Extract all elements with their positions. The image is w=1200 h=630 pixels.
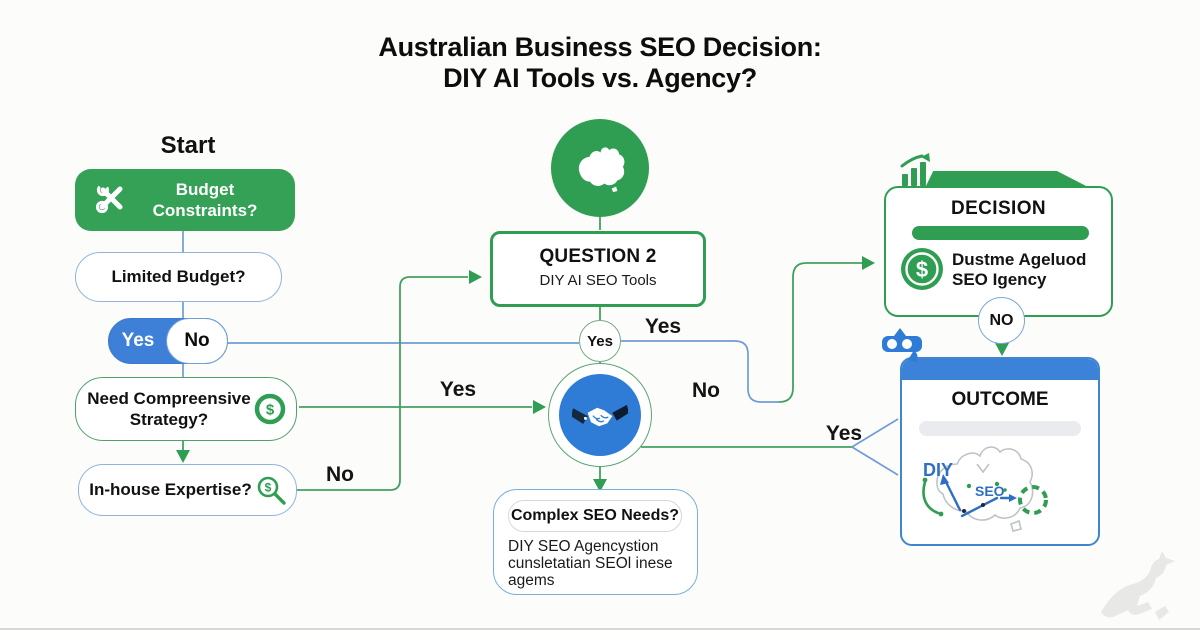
map-seo-label: SEO (975, 483, 1005, 499)
limited-budget-label: Limited Budget? (111, 267, 246, 286)
handshake-icon (559, 374, 641, 456)
yes-circle-label: Yes (587, 332, 613, 350)
no-badge: NO (978, 297, 1025, 344)
tools-icon (93, 180, 129, 221)
dollar-badge-icon: $ (900, 247, 944, 296)
complex-seo-title: Complex SEO Needs? (508, 500, 682, 532)
circular-arrows-icon (1018, 485, 1048, 515)
map-diy-label: DIY (923, 460, 953, 480)
edge-expertise-question (297, 276, 468, 491)
map-dark-dots (962, 503, 985, 513)
expertise-label: In-house Expertise? (89, 480, 252, 499)
decision-text: Dustme Ageluod SEO Igency (952, 250, 1107, 290)
outcome-box: OUTCOME DIY SEO (900, 357, 1100, 546)
arrow-into-complex (593, 479, 607, 492)
arrow-into-expertise (176, 450, 190, 463)
question2-box: QUESTION 2 DIY AI SEO Tools (490, 231, 706, 307)
strategy-box: Need Compreensive Strategy? $ (75, 377, 297, 441)
decision-text-line1: Dustme Ageluod (952, 250, 1087, 269)
handshake-node (548, 363, 652, 467)
yes-circle-node: Yes (579, 320, 621, 362)
edge-outcome-fan (851, 418, 899, 476)
page-title: Australian Business SEO Decision: DIY AI… (0, 32, 1200, 94)
complex-line-1: DIY SEO Agencystion (508, 538, 659, 555)
complex-line-2: cunsletatian SEOl inese (508, 555, 673, 572)
budget-constraints-label: Budget Constraints? (152, 180, 258, 220)
svg-text:$: $ (266, 402, 275, 419)
growth-chart-icon (896, 150, 938, 193)
complex-seo-body: DIY SEO Agencystion cunsletatian SEOl in… (508, 538, 697, 589)
decision-progress-bar (912, 226, 1089, 240)
edge-loop-blue (621, 340, 779, 403)
svg-text:$: $ (916, 257, 928, 282)
decision-box: DECISION $ Dustme Ageluod SEO Igency (884, 186, 1113, 317)
dollar-circle-icon: $ (254, 393, 286, 430)
complex-seo-box: Complex SEO Needs? DIY SEO Agencystion c… (493, 489, 698, 595)
budget-constraints-box: Budget Constraints? (75, 169, 295, 231)
toggle-no-segment: No (166, 318, 228, 364)
edge-label-loop-no: No (692, 379, 720, 402)
arrow-into-decision (862, 256, 875, 270)
decision-tab (925, 171, 1090, 188)
outcome-placeholder-bar (919, 421, 1081, 436)
edge-label-expertise-no: No (326, 463, 354, 486)
edge-loop-to-decision (778, 262, 862, 403)
yes-no-toggle: Yes No (108, 318, 228, 364)
arrow-into-outcome (995, 343, 1009, 356)
australia-map-icon (551, 119, 649, 217)
expertise-box: In-house Expertise? $ (78, 464, 297, 516)
map-green-dots (922, 477, 1007, 517)
decision-text-line2: SEO Igency (952, 270, 1047, 289)
strategy-label: Need Compreensive Strategy? (87, 389, 251, 429)
page-title-line2: DIY AI Tools vs. Agency? (443, 63, 757, 93)
limited-budget-box: Limited Budget? (75, 252, 282, 302)
map-green-curve (922, 480, 940, 515)
question2-subtitle: DIY AI SEO Tools (539, 272, 657, 289)
svg-text:$: $ (265, 481, 272, 495)
start-label: Start (160, 132, 216, 159)
outcome-header-bar (902, 359, 1098, 380)
edge-label-strategy-yes: Yes (439, 378, 477, 401)
no-badge-label: NO (989, 311, 1014, 329)
decision-title: DECISION (950, 198, 1047, 219)
page-title-line1: Australian Business SEO Decision: (378, 32, 822, 62)
bottom-edge (0, 628, 1200, 630)
outcome-map: DIY SEO (922, 446, 1048, 532)
tasmania-outline (1010, 519, 1022, 532)
arrow-into-handshake (533, 400, 546, 414)
outcome-title: OUTCOME (951, 389, 1049, 410)
search-dollar-icon: $ (256, 475, 288, 512)
toggle-yes-segment: Yes (121, 330, 155, 351)
question2-title: QUESTION 2 (539, 246, 657, 267)
australia-outline (936, 446, 1034, 521)
edge-label-loop-yes: Yes (644, 315, 682, 338)
complex-line-3: agems (508, 572, 555, 589)
arrow-into-question (469, 270, 482, 284)
kangaroo-watermark (1095, 548, 1195, 630)
binoculars-icon (880, 328, 924, 369)
edge-label-outcome-yes: Yes (825, 422, 863, 445)
